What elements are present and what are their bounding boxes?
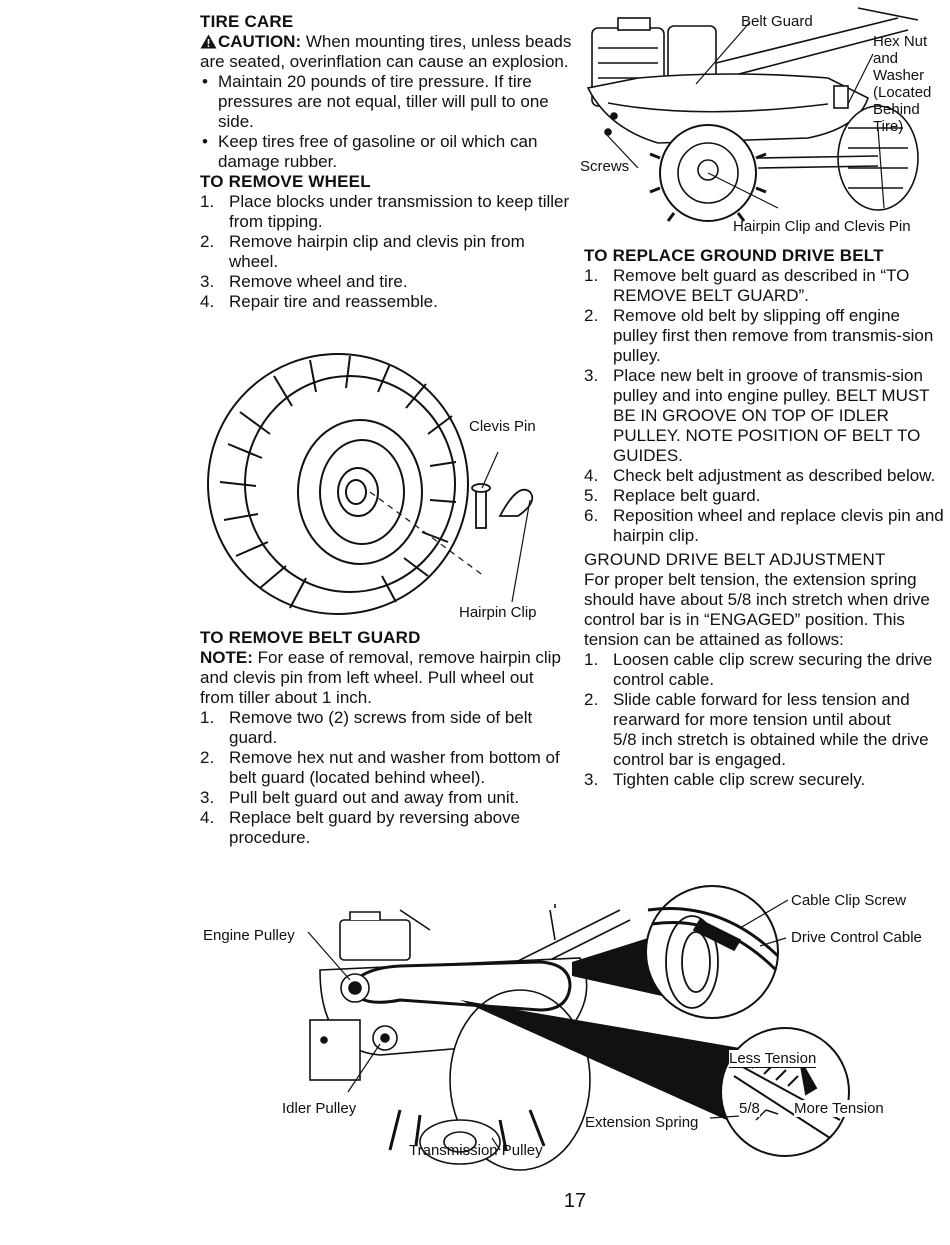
idler-pulley-label: Idler Pulley: [282, 1100, 357, 1117]
engine-pulley-label: Engine Pulley: [203, 927, 295, 944]
step-number: 4.: [200, 292, 215, 311]
transmission-pulley-label: Transmission Pulley: [409, 1142, 543, 1159]
step-text: Replace belt guard.: [613, 486, 761, 505]
step-text: Place blocks under transmission to keep …: [229, 192, 570, 231]
step-number: 2.: [200, 232, 215, 251]
step-number: 3.: [200, 272, 215, 291]
step-number: 1.: [584, 650, 599, 669]
caution-paragraph: CAUTION: When mounting tires, unless bea…: [200, 32, 572, 72]
list-item: 1. Place blocks under transmission to kee…: [200, 192, 572, 232]
step-number: 2.: [584, 690, 599, 709]
left-column: TIRE CARE CAUTION: When mounting tires, …: [200, 12, 572, 312]
list-item: 1. Remove belt guard as described in “TO …: [584, 266, 946, 306]
list-item: 4. Check belt adjustment as described bel…: [584, 466, 946, 486]
right-column: TO REPLACE GROUND DRIVE BELT 1. Remove be…: [584, 246, 946, 790]
list-item: 2. Remove hex nut and washer from bottom …: [200, 748, 572, 788]
remove-wheel-steps: 1. Place blocks under transmission to kee…: [200, 192, 572, 312]
step-text: Slide cable forward for less tension and…: [613, 690, 910, 729]
clevis-pin-label: Clevis Pin: [469, 418, 536, 435]
step-text: Repair tire and reassemble.: [229, 292, 438, 311]
list-item: 1. Loosen cable clip screw securing the d…: [584, 650, 946, 690]
adjustment-intro: For proper belt tension, the extension s…: [584, 570, 930, 649]
step-number: 5.: [584, 486, 599, 505]
list-item: Maintain 20 pounds of tire pressure. If …: [200, 72, 572, 132]
belt-guard-section: TO REMOVE BELT GUARD NOTE: For ease of r…: [200, 628, 572, 848]
list-item: 4. Repair tire and reassemble.: [200, 292, 572, 312]
list-item: 2. Slide cable forward for less tension a…: [584, 690, 946, 770]
step-text: Replace belt guard by reversing above pr…: [229, 808, 521, 847]
step-text: Reposition wheel and replace clevis pin …: [613, 506, 944, 545]
remove-belt-guard-steps: 1. Remove two (2) screws from side of bel…: [200, 708, 572, 848]
tire-care-heading: TIRE CARE: [200, 12, 294, 31]
step-number: 2.: [584, 306, 599, 325]
list-item: 2. Remove old belt by slipping off engine…: [584, 306, 946, 366]
cable-clip-screw-label: Cable Clip Screw: [791, 892, 907, 909]
step-number: 3.: [584, 366, 599, 385]
five-eighths-label: 5/8: [739, 1100, 760, 1117]
step-text: Tighten cable clip screw securely.: [613, 770, 866, 789]
replace-belt-steps: 1. Remove belt guard as described in “TO …: [584, 266, 946, 546]
step-text: Pull belt guard out and away from unit.: [229, 788, 520, 807]
step-number: 4.: [584, 466, 599, 485]
step-number: 4.: [200, 808, 215, 827]
screws-label: Screws: [580, 158, 630, 175]
replace-belt-heading: TO REPLACE GROUND DRIVE BELT: [584, 246, 884, 265]
adjustment-heading: GROUND DRIVE BELT ADJUSTMENT: [584, 550, 886, 569]
adjustment-steps: 1. Loosen cable clip screw securing the d…: [584, 650, 946, 790]
list-item: 3. Tighten cable clip screw securely.: [584, 770, 946, 790]
step-number: 1.: [200, 708, 215, 727]
hairpin-clip-label: Hairpin Clip: [459, 604, 537, 621]
more-tension-label: More Tension: [794, 1100, 884, 1117]
belt-guard-illustration: [586, 7, 919, 222]
step-text-continued: 5/8 inch stretch is obtained while the d…: [613, 730, 929, 769]
step-text: Loosen cable clip screw securing the dri…: [613, 650, 933, 689]
caution-label: CAUTION:: [218, 32, 302, 51]
list-item: 6. Reposition wheel and replace clevis pi…: [584, 506, 946, 546]
list-item: 2. Remove hairpin clip and clevis pin fro…: [200, 232, 572, 272]
page-number: 17: [563, 1190, 587, 1212]
step-number: 6.: [584, 506, 599, 525]
step-number: 1.: [200, 192, 215, 211]
list-item: Keep tires free of gasoline or oil which…: [200, 132, 572, 172]
belt-guard-label: Belt Guard: [741, 13, 813, 30]
hex-nut-label: Hex Nut and Washer (Located Behind Tire): [873, 33, 932, 135]
extension-spring-label: Extension Spring: [585, 1114, 699, 1131]
step-number: 3.: [200, 788, 215, 807]
list-item: 3. Remove wheel and tire.: [200, 272, 572, 292]
list-item: 3. Place new belt in groove of transmis-s…: [584, 366, 946, 466]
tire-care-bullets: Maintain 20 pounds of tire pressure. If …: [200, 72, 572, 172]
remove-wheel-heading: TO REMOVE WHEEL: [200, 172, 371, 191]
wheel-illustration: [207, 353, 534, 615]
caution-text: When mounting tires, unless beads are se…: [200, 32, 572, 71]
step-number: 3.: [584, 770, 599, 789]
list-item: 4. Replace belt guard by reversing above …: [200, 808, 572, 848]
note-label: NOTE:: [200, 648, 253, 667]
note-text: For ease of removal, remove hairpin clip…: [200, 648, 561, 707]
step-number: 1.: [584, 266, 599, 285]
step-number: 2.: [200, 748, 215, 767]
note-paragraph: NOTE: For ease of removal, remove hairpi…: [200, 648, 572, 708]
drive-control-cable-label: Drive Control Cable: [791, 929, 922, 946]
less-tension-label: Less Tension: [729, 1050, 817, 1068]
list-item: 1. Remove two (2) screws from side of bel…: [200, 708, 572, 748]
step-text: Check belt adjustment as described below…: [613, 466, 936, 485]
step-text: Remove hex nut and washer from bottom of…: [229, 748, 560, 787]
remove-belt-guard-heading: TO REMOVE BELT GUARD: [200, 628, 421, 647]
step-text: Remove old belt by slipping off engine p…: [613, 306, 934, 365]
step-text: Remove hairpin clip and clevis pin from …: [229, 232, 525, 271]
step-text: Remove wheel and tire.: [229, 272, 408, 291]
step-text: Remove two (2) screws from side of belt …: [229, 708, 533, 747]
list-item: 5. Replace belt guard.: [584, 486, 946, 506]
list-item: 3. Pull belt guard out and away from unit…: [200, 788, 572, 808]
step-text: Place new belt in groove of transmis-sio…: [613, 366, 930, 465]
drive-belt-illustration: [307, 885, 850, 1171]
hairpin-clevis-label: Hairpin Clip and Clevis Pin: [733, 218, 911, 235]
step-text: Remove belt guard as described in “TO RE…: [613, 266, 910, 305]
warning-icon: [200, 34, 217, 49]
